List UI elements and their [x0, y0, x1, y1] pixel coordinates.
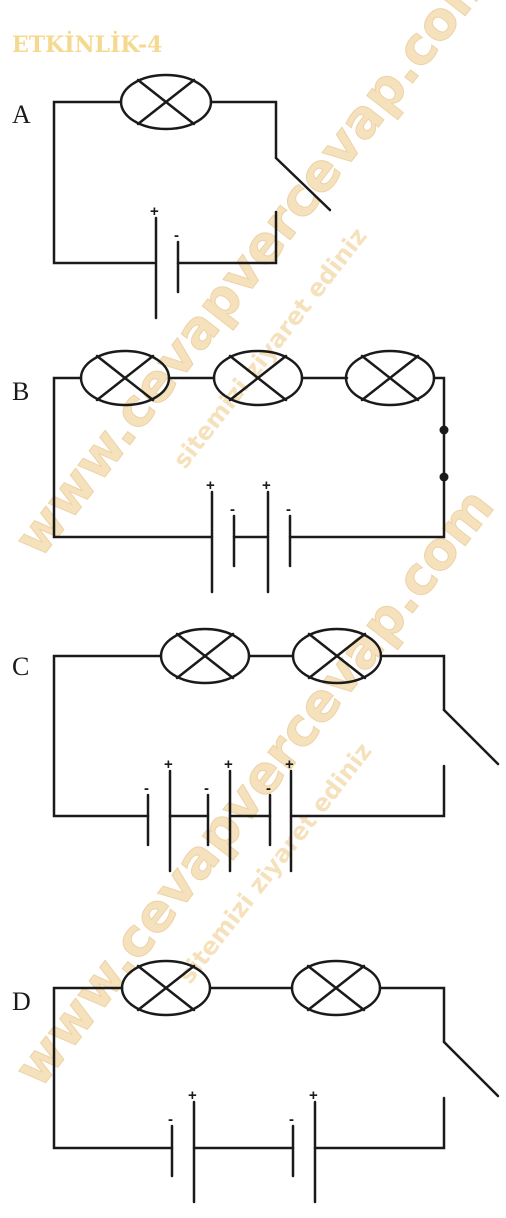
switch-d — [442, 1040, 500, 1098]
cell-b1-plus: + — [206, 477, 215, 494]
switch-b — [439, 425, 449, 482]
lamp-c1 — [159, 627, 251, 685]
lamp-d1 — [120, 959, 212, 1017]
circuit-d: D - + - + — [12, 959, 500, 1204]
cell-b1-minus: - — [230, 501, 235, 518]
lamp-a1 — [119, 73, 213, 131]
cell-d2-plus: + — [309, 1087, 318, 1104]
lamp-b1 — [79, 349, 171, 407]
lamp-d2 — [290, 959, 382, 1017]
watermark-main-1: www.cevapvercevap.com — [3, 0, 506, 568]
wire-a — [52, 100, 278, 265]
cell-d1-plus: + — [188, 1087, 197, 1104]
cell-d2-minus: - — [289, 1111, 294, 1128]
wire-d — [52, 986, 446, 1150]
circuit-b: B + — [12, 349, 449, 594]
switch-c — [442, 708, 500, 766]
cell-a1: + - — [150, 203, 180, 320]
cell-a1-minus: - — [174, 227, 179, 244]
circuit-c: C - + - + — [12, 627, 500, 873]
cell-b2-minus: - — [286, 501, 291, 518]
cell-b1: + - — [206, 477, 236, 594]
cell-b2-plus: + — [262, 477, 271, 494]
circuit-label-d: D — [12, 987, 31, 1016]
cell-c2: - + — [204, 756, 233, 873]
watermark-bottom: www.cevapvercevap.com sitemizi ziyaret e… — [2, 477, 506, 1098]
cell-c2-minus: - — [204, 780, 209, 797]
switch-a — [274, 156, 332, 212]
lamp-b2 — [212, 349, 304, 407]
cell-c3-minus: - — [266, 780, 271, 797]
lamp-b3 — [344, 349, 436, 407]
watermark-top: www.cevapvercevap.com sitemizi ziyaret e… — [2, 0, 506, 569]
circuit-label-c: C — [12, 652, 29, 681]
circuit-label-b: B — [12, 377, 29, 406]
activity-title: ETKİNLİK-4 — [12, 30, 162, 58]
circuit-a: A + - — [12, 73, 332, 320]
cell-c3-plus: + — [285, 756, 294, 773]
lamp-c2 — [291, 627, 383, 685]
cell-d1-minus: - — [168, 1111, 173, 1128]
cell-d1: - + — [168, 1087, 197, 1204]
watermark-main-2: www.cevapvercevap.com — [3, 478, 506, 1098]
cell-c1: - + — [144, 756, 173, 873]
cell-a1-plus: + — [150, 203, 159, 220]
cell-b2: + - — [262, 477, 292, 594]
cell-c2-plus: + — [224, 756, 233, 773]
cell-d2: - + — [289, 1087, 318, 1204]
circuit-label-a: A — [12, 100, 31, 129]
cell-c1-plus: + — [164, 756, 173, 773]
wire-c — [52, 654, 446, 818]
cell-c3: - + — [266, 756, 294, 873]
wire-b — [52, 376, 446, 539]
cell-c1-minus: - — [144, 780, 149, 797]
